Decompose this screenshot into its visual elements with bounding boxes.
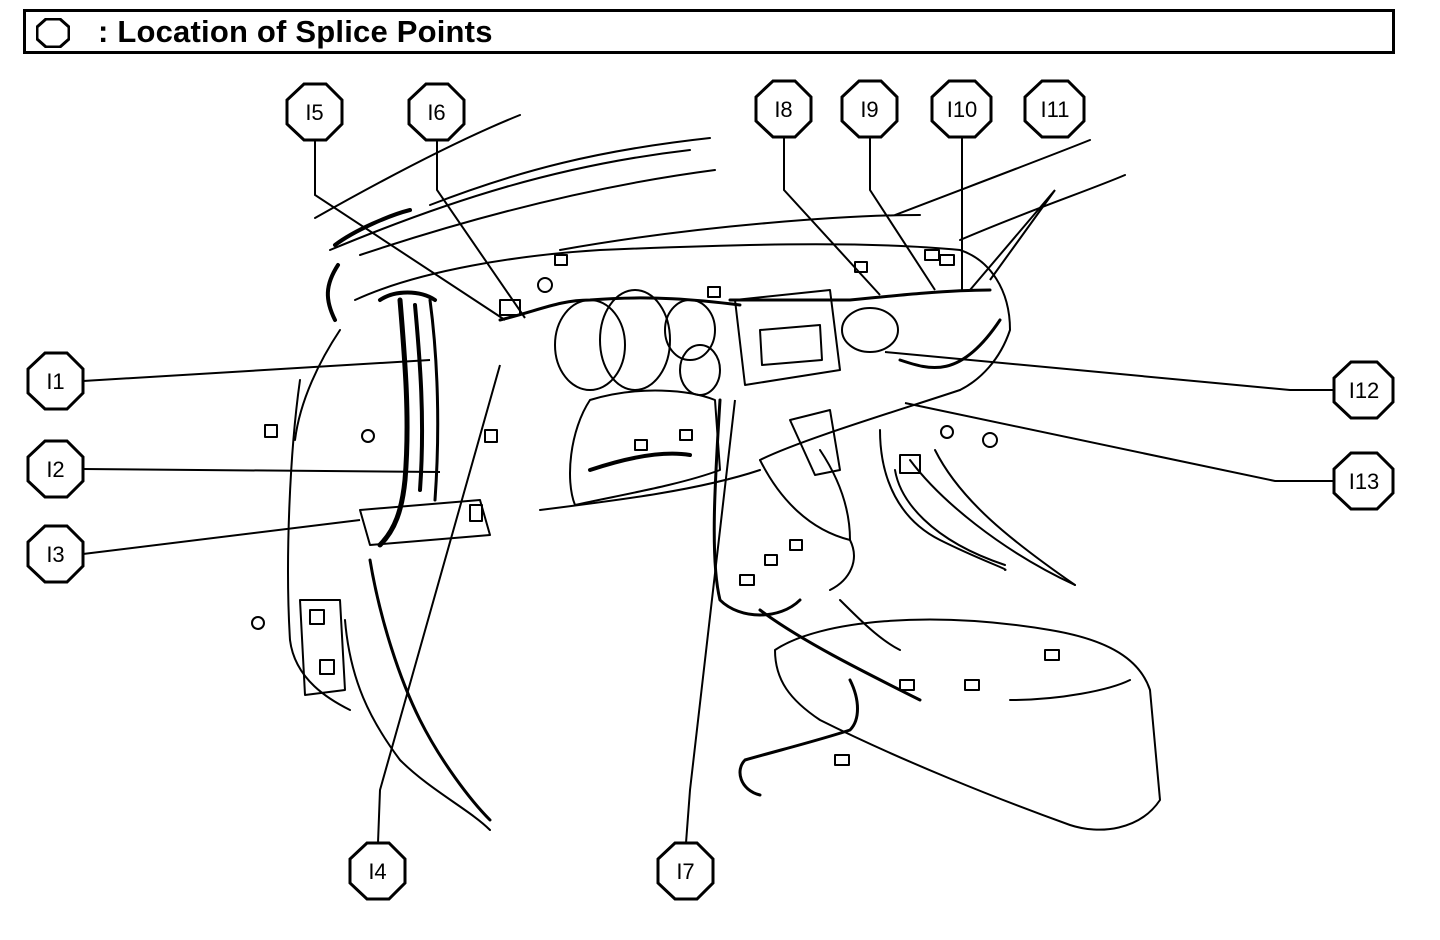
splice-marker-i4: I4 [348,841,407,901]
splice-label-i5: I5 [305,100,323,125]
splice-label-i8: I8 [774,97,792,122]
splice-marker-i9: I9 [840,79,899,139]
leader-line-i8 [783,137,881,296]
splice-marker-i12: I12 [1332,360,1395,420]
leader-line-i5 [314,140,506,321]
leader-line-i13 [904,402,1337,482]
splice-callouts: I1 I2 I3 I4 I5 I6 I7 I8 [26,79,1395,901]
splice-label-i4: I4 [368,859,386,884]
splice-marker-i8: I8 [754,79,813,139]
splice-label-i13: I13 [1349,469,1380,494]
page-title: : Location of Splice Points [98,14,493,49]
splice-label-i6: I6 [427,100,445,125]
splice-marker-i2: I2 [26,439,85,499]
leader-line-i2 [82,468,441,473]
splice-marker-i1: I1 [26,351,85,411]
leader-line-i6 [436,140,526,319]
title-bar: : Location of Splice Points [23,9,1395,54]
leader-line-i4 [377,364,501,844]
splice-marker-i13: I13 [1332,451,1395,511]
splice-marker-i3: I3 [26,524,85,584]
splice-label-i11: I11 [1041,97,1070,122]
leader-line-i9 [869,137,936,291]
leader-line-i11 [969,189,1056,291]
splice-label-i3: I3 [46,542,64,567]
splice-label-i1: I1 [46,369,64,394]
leader-line-i1 [82,359,431,382]
splice-marker-i10: I10 [930,79,993,139]
splice-marker-i11: I11 [1023,79,1086,139]
splice-label-i2: I2 [46,457,64,482]
splice-marker-i7: I7 [656,841,715,901]
leader-line-i12 [884,351,1337,391]
splice-label-i9: I9 [860,97,878,122]
splice-marker-i5: I5 [285,82,344,142]
splice-label-i10: I10 [947,97,978,122]
dashboard-illustration [251,114,1161,831]
splice-label-i12: I12 [1349,378,1380,403]
splice-marker-i6: I6 [407,82,466,142]
leader-line-i3 [82,519,361,555]
leader-lines [82,137,1337,844]
octagon-legend-icon [36,18,70,48]
splice-label-i7: I7 [676,859,694,884]
leader-line-i7 [685,399,736,844]
